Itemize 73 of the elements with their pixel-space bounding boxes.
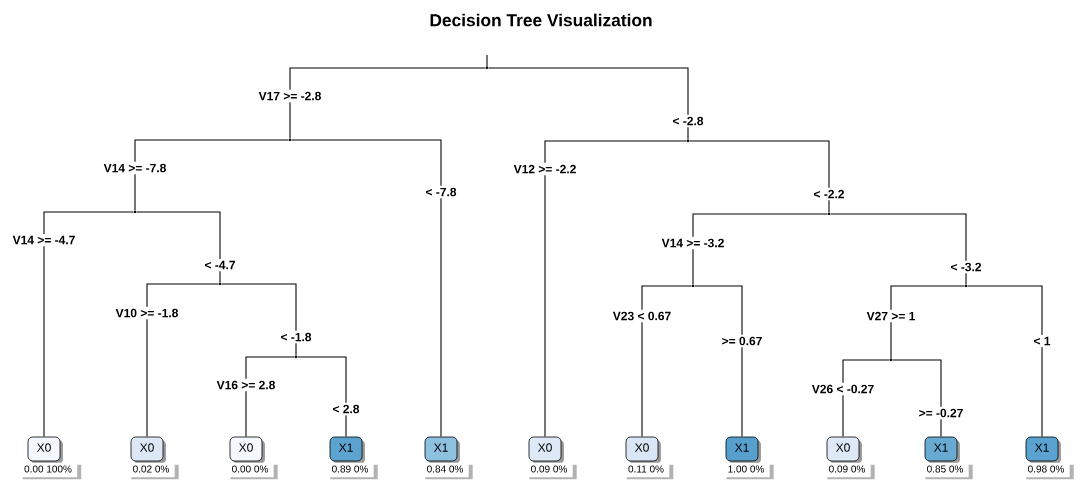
split-label: V16 >= 2.8 — [215, 378, 277, 392]
branch-line — [829, 213, 967, 286]
split-label: V17 >= -2.8 — [257, 89, 323, 103]
split-label: V12 >= -2.2 — [512, 162, 578, 176]
branch-line — [693, 285, 743, 438]
split-label: V23 < 0.67 — [611, 309, 673, 323]
split-label: < -1.8 — [279, 330, 313, 344]
branch-line — [641, 285, 693, 438]
branch-line — [43, 211, 135, 438]
junction-point — [964, 284, 968, 288]
leaf-box: X0 — [625, 436, 661, 464]
split-label: V27 >= 1 — [865, 309, 917, 323]
split-label: V10 >= -1.8 — [114, 306, 180, 320]
leaf-stats: 0.02 0% — [127, 462, 179, 480]
split-label: V14 >= -4.7 — [11, 233, 77, 247]
branch-line — [290, 139, 442, 438]
leaf-stats: 0.09 0% — [823, 462, 875, 480]
junction-point — [294, 355, 298, 359]
junction-point — [133, 210, 137, 214]
leaf-box: X0 — [130, 436, 166, 464]
branch-line — [220, 283, 297, 357]
split-label: V14 >= -3.2 — [660, 236, 726, 250]
title: Decision Tree Visualization — [430, 13, 652, 27]
leaf-stats: 0.09 0% — [525, 462, 577, 480]
split-label: < 2.8 — [331, 402, 361, 416]
branch-line — [891, 359, 942, 438]
leaf-stats: 0.11 0% — [622, 462, 674, 480]
junction-point — [288, 138, 292, 142]
branch-line — [289, 67, 487, 140]
leaf-box: X0 — [27, 436, 63, 464]
split-label: < -2.8 — [671, 114, 705, 128]
split-label: >= 0.67 — [720, 334, 764, 348]
leaf-box: X1 — [424, 436, 460, 464]
split-label: < -3.2 — [949, 260, 983, 274]
leaf-stats: 0.00 0% — [226, 462, 278, 480]
junction-point — [827, 212, 831, 216]
leaf-box: X0 — [229, 436, 265, 464]
leaf-stats: 0.89 0% — [326, 462, 378, 480]
branch-line — [544, 140, 688, 438]
leaf-stats: 1.00 0% — [722, 462, 774, 480]
junction-point — [889, 358, 893, 362]
leaf-stats: 0.98 0% — [1022, 462, 1074, 480]
leaf-box: X0 — [826, 436, 862, 464]
junction-point — [691, 284, 695, 288]
leaf-stats: 0.84 0% — [421, 462, 473, 480]
leaf-box: X1 — [924, 436, 960, 464]
leaf-stats: 0.00 100% — [18, 462, 82, 480]
split-label: V26 < -0.27 — [810, 382, 876, 396]
leaf-box: X0 — [528, 436, 564, 464]
leaf-stats: 0.85 0% — [921, 462, 973, 480]
branch-line — [966, 285, 1043, 438]
split-label: V14 >= -7.8 — [102, 161, 168, 175]
branch-line — [245, 356, 296, 438]
branch-line — [688, 140, 830, 214]
branch-line — [487, 67, 689, 141]
branch-line — [134, 139, 290, 212]
branch-line — [135, 211, 221, 284]
branch-line — [146, 283, 220, 438]
junction-point — [218, 282, 222, 286]
junction-point — [485, 66, 489, 70]
branch-line — [890, 285, 966, 360]
split-label: >= -0.27 — [917, 406, 965, 420]
split-label: < -7.8 — [424, 185, 458, 199]
leaf-box: X1 — [1025, 436, 1061, 464]
junction-point — [686, 139, 690, 143]
leaf-box: X1 — [725, 436, 761, 464]
split-label: < 1 — [1032, 334, 1052, 348]
split-label: < -4.7 — [203, 258, 237, 272]
branch-line — [296, 356, 347, 438]
branch-line — [692, 213, 829, 286]
leaf-box: X1 — [329, 436, 365, 464]
branch-line — [842, 359, 891, 438]
split-label: < -2.2 — [812, 187, 846, 201]
